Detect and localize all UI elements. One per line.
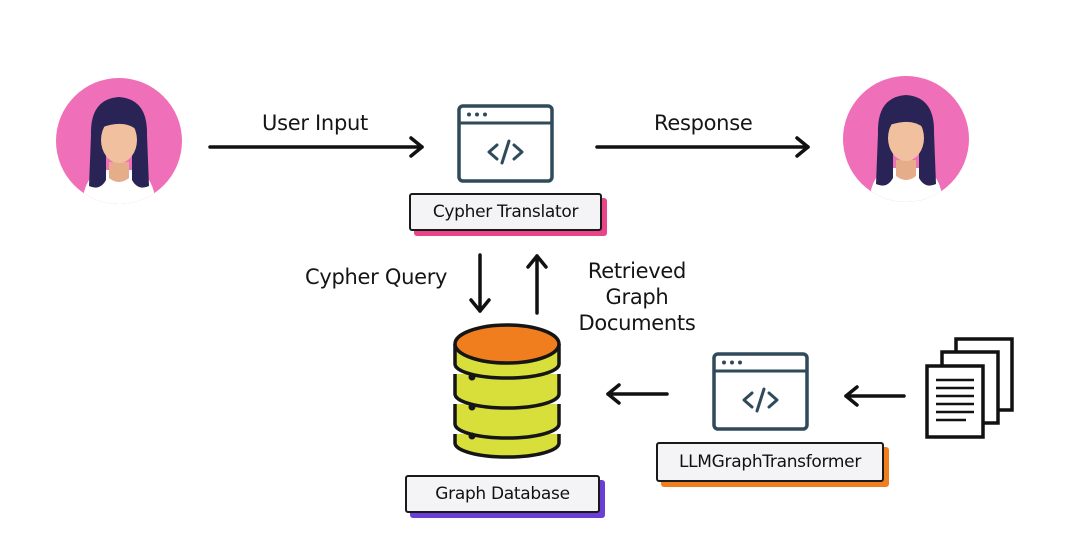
user-avatar-icon xyxy=(56,78,182,204)
arrow-icon xyxy=(844,385,906,407)
code-window-icon xyxy=(712,352,809,431)
arrow-icon xyxy=(526,254,548,315)
retrieved-line: Retrieved xyxy=(587,259,687,283)
arrow-icon xyxy=(208,136,424,158)
database-icon xyxy=(453,323,561,459)
graph-line: Graph xyxy=(605,285,669,309)
user-input-label: User Input xyxy=(262,111,368,135)
user-avatar-icon xyxy=(843,76,969,202)
documents-line: Documents xyxy=(578,311,696,335)
cypher-translator-label: Cypher Translator xyxy=(409,193,602,231)
documents-icon xyxy=(925,337,1014,439)
response-label: Response xyxy=(654,111,753,135)
graph-database-label: Graph Database xyxy=(405,475,600,513)
retrieved-graph-documents-label: Retrieved Graph Documents xyxy=(572,258,702,336)
code-window-icon xyxy=(457,104,554,183)
arrow-icon xyxy=(595,136,810,158)
llm-graph-transformer-label: LLMGraphTransformer xyxy=(656,442,884,482)
arrow-icon xyxy=(469,253,491,313)
arrow-icon xyxy=(606,383,669,405)
cypher-query-label: Cypher Query xyxy=(305,265,448,289)
